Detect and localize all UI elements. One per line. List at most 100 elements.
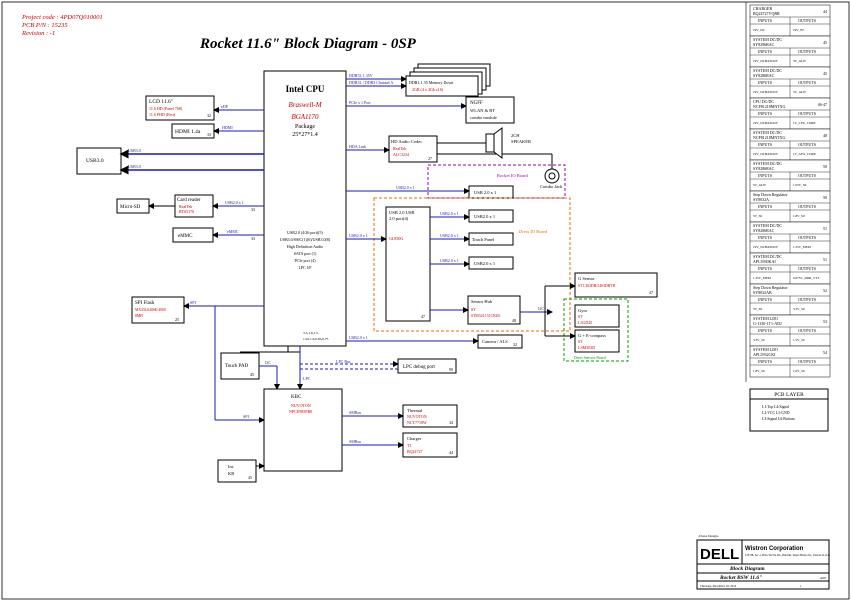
cpu-package-label: Package <box>295 124 315 130</box>
svg-text:44: 44 <box>449 450 453 455</box>
lpc-debug-block: LPC debug port 90 LPC Bus <box>300 358 457 374</box>
svg-text:1.05,1.0,0.85,0.75: 1.05,1.0,0.85,0.75 <box>303 337 329 342</box>
svg-text:SPI: SPI <box>243 414 249 419</box>
svg-text:A00: A00 <box>820 576 826 580</box>
svg-text:DDR3L / DDR3 Channel A: DDR3L / DDR3 Channel A <box>349 80 393 85</box>
power-row-outputs-header: OUTPUTS <box>798 18 816 23</box>
cpu-pins: 3.3,1.8,1.5, <box>303 331 319 336</box>
power-row-output: 1.5V_S0 <box>793 338 805 342</box>
svg-text:TI: TI <box>407 443 411 448</box>
svg-text:NPCE985PB0: NPCE985PB0 <box>289 409 312 414</box>
svg-text:USB2.0 x 1: USB2.0 x 1 <box>440 211 459 216</box>
power-row-part: NCP81218MNTXG <box>753 135 786 140</box>
svg-text:47: 47 <box>649 290 653 295</box>
power-row-inputs-header: INPUTS <box>758 359 772 364</box>
svg-text:Touch PAD: Touch PAD <box>225 364 249 369</box>
power-row-part: SY8286RAC <box>753 73 775 78</box>
svg-text:eMMC: eMMC <box>178 234 193 239</box>
power-row-title: SYSTEM DC/DC <box>753 130 782 135</box>
project-info: Project code : 4PD07Q010001 PCB P/N : 15… <box>21 14 103 37</box>
usb-hub-block: USB 2.0 USB 2.0 port(4) GL850G 47 USB2.0… <box>346 206 431 322</box>
power-row-title: SYSTEM DC/DC <box>753 37 782 42</box>
svg-text:48: 48 <box>512 318 516 323</box>
power-row-part: SY8286RAC <box>753 166 775 171</box>
power-row-outputs-header: OUTPUTS <box>798 328 816 333</box>
combo-jack: Combo Jack <box>540 168 563 189</box>
power-row-inputs-header: INPUTS <box>758 204 772 209</box>
speaker-block: 2CH SPEAKER <box>485 127 531 159</box>
svg-text:USB2.0 x 1: USB2.0 x 1 <box>440 233 459 238</box>
svg-text:SPI: SPI <box>190 300 196 305</box>
power-row-outputs-header: OUTPUTS <box>798 266 816 271</box>
charger-block: Charger TI BQ24727 44 SMBus <box>342 432 458 458</box>
svg-text:Thursday, December 18, 2014: Thursday, December 18, 2014 <box>700 584 737 589</box>
power-row-outputs-header: OUTPUTS <box>798 49 816 54</box>
title-block: -Dress Design- DELL Wistron Corporation … <box>696 534 831 590</box>
cpu-title: Intel CPU <box>286 84 325 94</box>
svg-text:G Sensor: G Sensor <box>578 276 595 281</box>
cpu-block: Intel CPU Braswell-M BGA1170 Package 25*… <box>263 70 347 347</box>
pcb-layer-box: PCB LAYER L1:Top L4:Signal L2:VCC L5:GND… <box>749 388 829 432</box>
power-row-page: 45 <box>823 71 827 76</box>
svg-text:33: 33 <box>251 236 255 241</box>
power-row-part: SY8286RAC <box>753 228 775 233</box>
cpu-package: BGA1170 <box>291 113 319 121</box>
power-row-outputs-header: OUTPUTS <box>798 111 816 116</box>
int-kb-block: Int. KB 45 <box>217 459 265 483</box>
card-reader-block: Card reader RealTek RTS5170 USB2.0 x 1 3… <box>174 194 264 218</box>
svg-text:MX25L6406E/4000: MX25L6406E/4000 <box>135 308 166 312</box>
io-board-label: Rocket IO Board <box>497 173 528 178</box>
touchpad-block: Touch PAD 45 I2C LPC SPI <box>214 306 311 423</box>
svg-text:NUVOTON: NUVOTON <box>291 403 311 408</box>
svg-text:LSM303D: LSM303D <box>578 345 595 350</box>
sensors-board-label: Dress Sensors Board <box>574 356 606 360</box>
svg-text:USB3.0: USB3.0 <box>128 148 141 153</box>
svg-text:USB2.0 x 1: USB2.0 x 1 <box>349 233 368 238</box>
svg-text:Micro-SD: Micro-SD <box>120 205 141 210</box>
power-row-output: 19V_B+ <box>793 28 805 32</box>
svg-text:25: 25 <box>175 317 179 322</box>
power-row-part: SY8286RAC <box>753 42 775 47</box>
svg-text:33: 33 <box>207 132 211 137</box>
power-row-inputs-header: INPUTS <box>758 266 772 271</box>
svg-text:Thermal: Thermal <box>407 408 423 413</box>
power-row-page: 45 <box>823 40 827 45</box>
svg-text:2.0 port(4): 2.0 port(4) <box>389 216 409 221</box>
power-row-outputs-header: OUTPUTS <box>798 204 816 209</box>
svg-text:2CH: 2CH <box>511 133 520 138</box>
svg-text:-Dress Design-: -Dress Design- <box>698 534 720 538</box>
power-row-page: 44 <box>823 9 827 14</box>
svg-text:SATA port (1): SATA port (1) <box>294 251 317 256</box>
power-row-output: 1.35V_MEM <box>793 245 811 249</box>
touch-panel-block: Touch Panel USB2.0 x 1 <box>430 232 514 246</box>
svg-text:Card reader: Card reader <box>177 198 201 203</box>
svg-text:Touch Panel: Touch Panel <box>472 237 495 242</box>
power-row-input: 5V_ALW <box>753 183 767 187</box>
svg-text:DDRL 1.35 Memory Down: DDRL 1.35 Memory Down <box>409 80 453 85</box>
svg-text:8MB: 8MB <box>135 314 143 318</box>
svg-text:HDMI: HDMI <box>222 125 233 130</box>
camera-block: Camera / ALS 32 USB2.0 x 1 <box>346 334 523 349</box>
svg-text:PCIe x 1 Port: PCIe x 1 Port <box>349 100 372 105</box>
svg-text:ST LIS3DH/LIS3DHTR: ST LIS3DH/LIS3DHTR <box>578 284 616 288</box>
power-row-outputs-header: OUTPUTS <box>798 142 816 147</box>
gyro-block: Gyro ST L3GD20 <box>574 304 620 328</box>
power-row-outputs-header: OUTPUTS <box>798 173 816 178</box>
power-row-output: 1.05V_S0 <box>793 183 807 187</box>
svg-text:WLAN & BT: WLAN & BT <box>470 108 495 113</box>
svg-text:45: 45 <box>250 372 254 377</box>
svg-text:ST: ST <box>578 314 583 319</box>
power-row-part: SY8032A <box>753 197 769 202</box>
pcb-number: PCB P/N : 15235 <box>21 22 68 29</box>
power-row-title: CPU DC/DC <box>753 99 774 104</box>
e-compass-block: G + E-compass ST LSM303D <box>545 329 620 353</box>
power-row-input: 19V_DCBATOUT <box>753 90 778 94</box>
power-row-inputs-header: INPUTS <box>758 18 772 23</box>
power-row-part: G-1330-1T1-ADJ <box>753 321 782 326</box>
svg-text:HDA Link: HDA Link <box>349 144 366 149</box>
svg-text:USB 2.0 USB: USB 2.0 USB <box>389 210 414 215</box>
kbc-block: KBC NUVOTON NPCE985PB0 <box>263 388 343 472</box>
